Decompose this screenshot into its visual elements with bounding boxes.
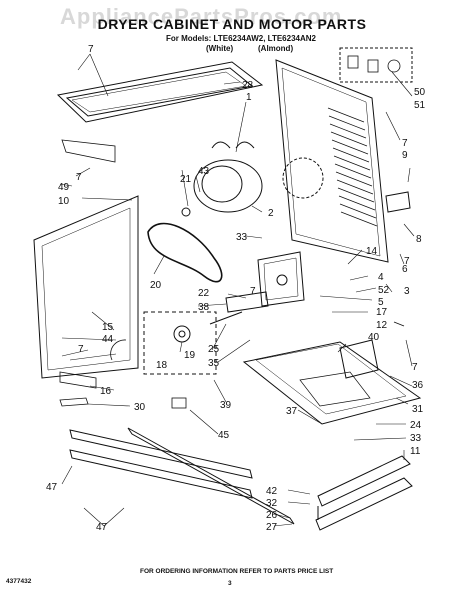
- callout-c43: 43: [198, 166, 210, 177]
- motor-drawing: [181, 141, 263, 217]
- leader-lines: [59, 53, 415, 527]
- callout-c40: 40: [368, 332, 380, 343]
- callout-c15: 15: [102, 322, 114, 333]
- callout-c44: 44: [102, 334, 114, 345]
- callout-c24: 24: [410, 420, 422, 431]
- callout-c7d: 7: [404, 256, 410, 267]
- belt-drawing: [147, 222, 223, 283]
- callout-c18: 18: [156, 360, 168, 371]
- callout-c2: 2: [268, 208, 274, 219]
- page-number: 3: [228, 580, 232, 587]
- callout-c37: 37: [286, 406, 298, 417]
- callout-c7a: 7: [88, 44, 94, 55]
- callout-c1: 1: [246, 92, 252, 103]
- callout-c33a: 33: [236, 232, 248, 243]
- top-panel-drawing: [56, 61, 264, 163]
- callout-c39: 39: [220, 400, 232, 411]
- callout-c27: 27: [266, 522, 278, 533]
- watermark: AppliancePartsPros.com: [60, 4, 343, 29]
- diagram-title: DRYER CABINET AND MOTOR PARTS: [97, 16, 367, 32]
- callout-c8: 8: [416, 234, 422, 245]
- callout-c35: 35: [208, 358, 220, 369]
- white-label: (White): [206, 44, 234, 53]
- doc-number: 4377432: [6, 578, 32, 585]
- callout-c7b: 7: [402, 138, 408, 149]
- callout-c12: 12: [376, 320, 388, 331]
- callout-c6: 6: [402, 264, 408, 275]
- models-line: For Models: LTE6234AW2, LTE6234AN2: [166, 34, 316, 43]
- front-skid-drawing: [69, 427, 295, 525]
- callout-c20: 20: [150, 280, 162, 291]
- callout-c47b: 47: [96, 522, 108, 533]
- callout-c33b: 33: [410, 433, 422, 444]
- callout-c49: 49: [58, 182, 70, 193]
- callout-c25: 25: [208, 344, 220, 355]
- callout-c52: 52: [378, 285, 390, 296]
- callout-c32: 32: [266, 498, 278, 509]
- callout-c14: 14: [366, 246, 378, 257]
- callout-c26: 26: [266, 510, 278, 521]
- callout-c16: 16: [100, 386, 112, 397]
- callout-c3: 3: [404, 286, 410, 297]
- callout-c7c: 7: [76, 172, 82, 183]
- callout-c7f: 7: [78, 344, 84, 355]
- rear-bracket-drawing: [315, 455, 413, 531]
- callout-c22: 22: [198, 288, 210, 299]
- ordering-note: FOR ORDERING INFORMATION REFER TO PARTS …: [140, 568, 334, 575]
- callout-c31: 31: [412, 404, 424, 415]
- side-panel-drawing: [33, 195, 139, 389]
- rear-panel-drawing: [275, 47, 413, 263]
- callout-c17: 17: [376, 307, 388, 318]
- callout-c11: 11: [410, 446, 421, 457]
- callout-c38: 38: [198, 302, 210, 313]
- callout-c28: 28: [242, 80, 254, 91]
- callout-c30: 30: [134, 402, 146, 413]
- motor-mount-drawing: [225, 251, 305, 313]
- almond-label: (Almond): [258, 44, 294, 53]
- callout-c50: 50: [414, 87, 426, 98]
- callout-c4: 4: [378, 272, 384, 283]
- callout-c7e: 7: [250, 286, 256, 297]
- callout-c19: 19: [184, 350, 196, 361]
- callout-c5: 5: [378, 297, 384, 308]
- callout-c47a: 47: [46, 482, 58, 493]
- callout-c9: 9: [402, 150, 408, 161]
- callout-c36: 36: [412, 380, 424, 391]
- base-drawing: [242, 339, 422, 425]
- callout-c21: 21: [180, 174, 192, 185]
- callout-c7g: 7: [412, 362, 418, 373]
- callout-c51: 51: [414, 100, 426, 111]
- callout-c10: 10: [58, 196, 70, 207]
- callout-c45: 45: [218, 430, 230, 441]
- callout-c42: 42: [266, 486, 278, 497]
